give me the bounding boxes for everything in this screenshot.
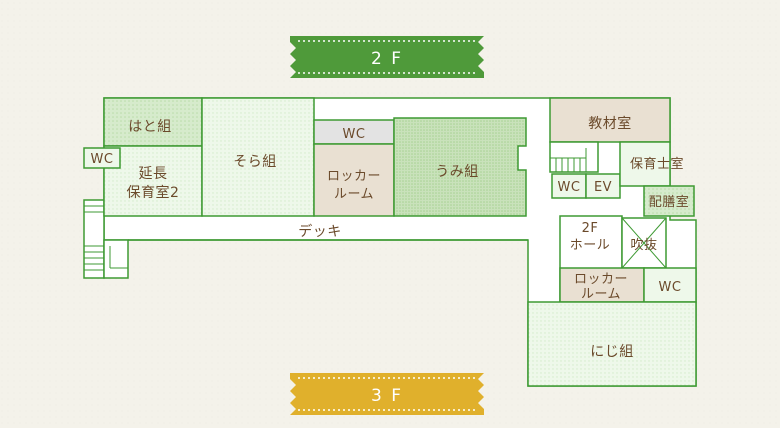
- label-wc-ev-wc: WC: [558, 180, 581, 195]
- label-locker-1: ロッカー: [327, 169, 381, 184]
- label-hato: はと組: [128, 119, 172, 135]
- room-wc-right[interactable]: [643, 267, 697, 303]
- floor-tab-2f-label: 2 F: [371, 49, 403, 69]
- label-wc-left: WC: [91, 152, 114, 167]
- room-wc-left[interactable]: [83, 147, 121, 169]
- label-sora: そら組: [233, 154, 277, 170]
- room-fukinuke[interactable]: [621, 217, 667, 269]
- label-ev: EV: [594, 180, 612, 195]
- label-locker2-1: ロッカー: [574, 272, 628, 287]
- room-kyouzai[interactable]: [549, 97, 671, 143]
- floor-tab-3f[interactable]: 3 F: [290, 373, 484, 415]
- left-staircase: [83, 199, 129, 279]
- label-haizen: 配膳室: [649, 194, 690, 210]
- label-umi: うみ組: [435, 164, 479, 180]
- room-niji[interactable]: [527, 301, 697, 387]
- label-hall-2: ホール: [570, 238, 611, 253]
- label-locker-2: ルーム: [334, 187, 374, 202]
- floor-tab-2f[interactable]: 2 F: [290, 36, 484, 78]
- label-kyouzai: 教材室: [588, 115, 632, 132]
- label-niji: にじ組: [590, 344, 634, 360]
- right-staircase: [549, 141, 599, 173]
- room-wc-ev-wc[interactable]: [551, 173, 587, 199]
- label-wc-mid: WC: [343, 127, 366, 142]
- room-umi[interactable]: [393, 117, 527, 217]
- label-wc-right: WC: [659, 280, 682, 295]
- label-deck: デッキ: [298, 223, 342, 240]
- floor-tab-3f-label: 3 F: [371, 386, 403, 406]
- room-locker2[interactable]: [559, 267, 645, 303]
- label-hoikushi: 保育士室: [630, 156, 684, 172]
- label-enchou-1: 延長: [139, 166, 168, 182]
- label-enchou-2: 保育室2: [127, 184, 180, 201]
- room-locker[interactable]: [313, 143, 395, 217]
- room-haizen[interactable]: [643, 185, 695, 217]
- label-fukinuke: 吹抜: [630, 237, 657, 253]
- label-hall-1: 2F: [582, 221, 599, 236]
- label-locker2-2: ルーム: [581, 287, 621, 302]
